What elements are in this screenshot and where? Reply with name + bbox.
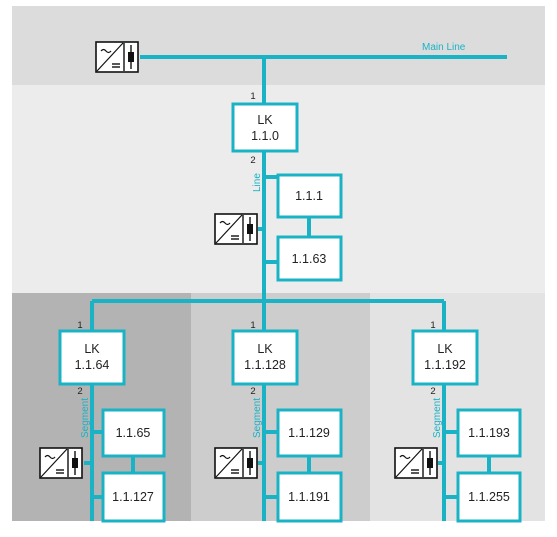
line-coupler-port-lower: 2 xyxy=(250,155,255,166)
segment-3-device-1-address: 1.1.193 xyxy=(468,426,510,440)
segment-2-device-1-address: 1.1.129 xyxy=(288,426,330,440)
line-device-2-address: 1.1.63 xyxy=(292,252,327,266)
segment-3-device-2[interactable]: 1.1.255 xyxy=(456,471,522,523)
segment-2-device-2-address: 1.1.191 xyxy=(288,490,330,504)
segment-coupler-2-port-lower: 2 xyxy=(250,386,255,397)
segment-coupler-1-title: LK xyxy=(84,342,100,356)
segment-3-label: Segment xyxy=(432,398,443,438)
segment-coupler-3-port-lower: 2 xyxy=(430,386,435,397)
segment-1-label: Segment xyxy=(80,398,91,438)
main-line-label: Main Line xyxy=(422,42,466,53)
line-device-1[interactable]: 1.1.1 xyxy=(276,173,343,219)
segment-coupler-1-port-upper: 1 xyxy=(77,320,82,331)
segment-1-device-2[interactable]: 1.1.127 xyxy=(101,471,166,523)
power-supply-icon-segment-1 xyxy=(39,447,83,479)
power-supply-icon-segment-3 xyxy=(394,447,438,479)
segment-coupler-3-port-upper: 1 xyxy=(430,320,435,331)
segment-3-device-2-address: 1.1.255 xyxy=(468,490,510,504)
line-device-1-address: 1.1.1 xyxy=(295,189,323,203)
line-coupler-port-upper: 1 xyxy=(250,91,255,102)
segment-3-device-1[interactable]: 1.1.193 xyxy=(456,408,522,458)
line-device-2[interactable]: 1.1.63 xyxy=(276,235,343,282)
line-coupler[interactable]: LK 1.1.0 xyxy=(231,102,299,153)
line-coupler-title: LK xyxy=(257,113,273,127)
segment-coupler-3-address: 1.1.192 xyxy=(424,358,466,372)
segment-2-label: Segment xyxy=(252,398,263,438)
segment-coupler-2-address: 1.1.128 xyxy=(244,358,286,372)
segment-coupler-1-address: 1.1.64 xyxy=(75,358,110,372)
power-supply-icon-line xyxy=(214,213,258,245)
segment-coupler-2-port-upper: 1 xyxy=(250,320,255,331)
segment-coupler-1[interactable]: LK 1.1.64 xyxy=(58,329,126,386)
segment-2-device-2[interactable]: 1.1.191 xyxy=(276,471,343,523)
segment-coupler-1-port-lower: 2 xyxy=(77,386,82,397)
segment-coupler-2[interactable]: LK 1.1.128 xyxy=(231,329,299,386)
power-supply-icon-segment-2 xyxy=(214,447,258,479)
segment-coupler-3-title: LK xyxy=(437,342,453,356)
line-label: Line xyxy=(252,173,263,192)
segment-1-device-1[interactable]: 1.1.65 xyxy=(101,408,166,458)
segment-1-device-2-address: 1.1.127 xyxy=(112,490,154,504)
segment-coupler-3[interactable]: LK 1.1.192 xyxy=(411,329,479,386)
segment-1-device-1-address: 1.1.65 xyxy=(116,426,151,440)
segment-2-device-1[interactable]: 1.1.129 xyxy=(276,408,343,458)
segment-coupler-2-title: LK xyxy=(257,342,273,356)
power-supply-icon-main xyxy=(95,41,139,73)
line-coupler-address: 1.1.0 xyxy=(251,129,279,143)
